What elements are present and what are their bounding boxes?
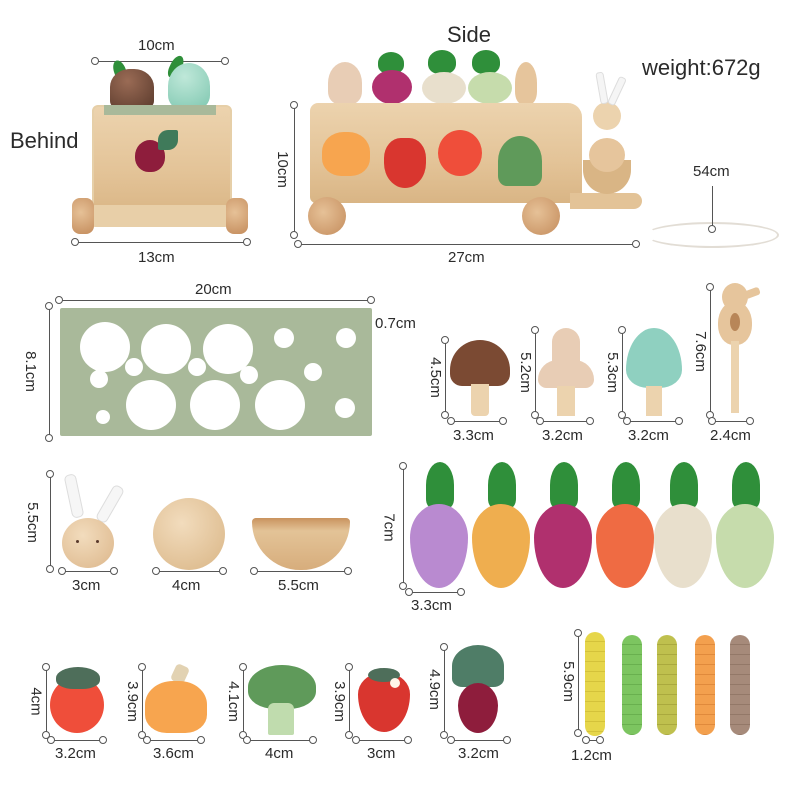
broccoli-shape <box>248 663 316 735</box>
tomato-shape <box>50 665 106 733</box>
shape-2-height-dimension <box>239 663 247 739</box>
beige-mushroom-peg <box>538 328 594 418</box>
bowl-width-label: 5.5cm <box>278 577 319 594</box>
shape-3-width-dimension <box>352 736 412 744</box>
board-height-dimension <box>45 302 53 442</box>
board-thickness-label: 0.7cm <box>375 315 416 332</box>
behind-view-cart <box>70 53 255 245</box>
behind-label: Behind <box>10 128 79 153</box>
board-height-label: 8.1cm <box>21 351 39 392</box>
peg-3-height-label: 7.6cm <box>691 331 709 372</box>
radish-width-label: 3.3cm <box>411 597 452 614</box>
side-height-dimension <box>290 101 298 239</box>
bowl-width-dimension <box>250 567 352 575</box>
shape-1-height-dimension <box>138 663 146 739</box>
shape-0-width-dimension <box>47 736 107 744</box>
wood-ball-piece <box>153 498 225 570</box>
shape-3-width-label: 3cm <box>367 745 396 762</box>
peg-0-width-dimension <box>447 417 507 425</box>
peg-2-width-label: 3.2cm <box>628 427 669 444</box>
bunny-head-piece <box>60 470 140 570</box>
shape-0-width-label: 3.2cm <box>55 745 96 762</box>
beet-shape <box>450 645 506 737</box>
ball-width-dimension <box>152 567 227 575</box>
worm-height-label: 5.9cm <box>559 661 577 702</box>
behind-base-width-label: 13cm <box>138 249 175 266</box>
shape-1-height-label: 3.9cm <box>123 681 141 722</box>
worm-width-dimension <box>582 736 604 744</box>
wood-bowl-piece <box>252 518 350 570</box>
shape-4-width-label: 3.2cm <box>458 745 499 762</box>
peg-3-width-dimension <box>708 417 754 425</box>
peg-0-width-label: 3.3cm <box>453 427 494 444</box>
peg-2-height-dimension <box>618 326 626 419</box>
shape-2-width-label: 4cm <box>265 745 294 762</box>
board-width-dimension <box>55 296 375 304</box>
peg-0-height-label: 4.5cm <box>426 357 444 398</box>
side-length-label: 27cm <box>448 249 485 266</box>
side-length-dimension <box>294 240 640 248</box>
shape-2-width-dimension <box>243 736 317 744</box>
worm-height-dimension <box>574 629 582 737</box>
shape-board <box>60 308 372 436</box>
shape-1-width-label: 3.6cm <box>153 745 194 762</box>
peg-1-width-dimension <box>536 417 594 425</box>
peg-3-width-label: 2.4cm <box>710 427 751 444</box>
peg-0-height-dimension <box>441 336 449 419</box>
weight-label: weight:672g <box>642 55 761 80</box>
shape-0-height-label: 4cm <box>27 687 45 716</box>
side-view-cart <box>300 50 650 240</box>
side-height-label: 10cm <box>273 151 291 188</box>
radish-height-label: 7cm <box>380 513 398 542</box>
peg-1-height-label: 5.2cm <box>516 352 534 393</box>
shape-2-height-label: 4.1cm <box>224 681 242 722</box>
peg-2-width-dimension <box>623 417 683 425</box>
shape-3-height-dimension <box>345 663 353 739</box>
shape-4-width-dimension <box>447 736 511 744</box>
peg-1-height-dimension <box>531 326 539 419</box>
worm-width-label: 1.2cm <box>571 747 612 764</box>
side-label: Side <box>447 22 492 47</box>
board-width-label: 20cm <box>195 281 232 298</box>
shape-1-width-dimension <box>143 736 205 744</box>
behind-base-width-dimension <box>71 238 251 246</box>
rope-length-dimension <box>708 186 716 233</box>
peg-2-height-label: 5.3cm <box>603 352 621 393</box>
peg-3-height-dimension <box>706 283 714 419</box>
peg-1-width-label: 3.2cm <box>542 427 583 444</box>
worm-row <box>585 632 765 740</box>
bunny-height-label: 5.5cm <box>23 502 41 543</box>
pumpkin-shape <box>145 662 207 735</box>
radish-row <box>405 462 785 592</box>
shape-0-height-dimension <box>42 663 50 739</box>
strawberry-shape <box>358 668 410 734</box>
wood-bird-peg <box>718 283 764 415</box>
shape-4-height-dimension <box>440 643 448 739</box>
mint-tree-peg <box>626 328 682 418</box>
bunny-height-dimension <box>46 470 54 573</box>
ball-width-label: 4cm <box>172 577 201 594</box>
shape-4-height-label: 4.9cm <box>425 669 443 710</box>
radish-width-dimension <box>405 588 465 596</box>
rope-length-label: 54cm <box>693 163 730 180</box>
behind-top-width-dimension <box>91 57 229 65</box>
behind-top-width-label: 10cm <box>138 37 175 54</box>
shape-3-height-label: 3.9cm <box>330 681 348 722</box>
brown-mushroom-peg <box>450 340 510 418</box>
bunny-width-dimension <box>58 567 118 575</box>
bunny-width-label: 3cm <box>72 577 101 594</box>
radish-height-dimension <box>399 462 407 590</box>
